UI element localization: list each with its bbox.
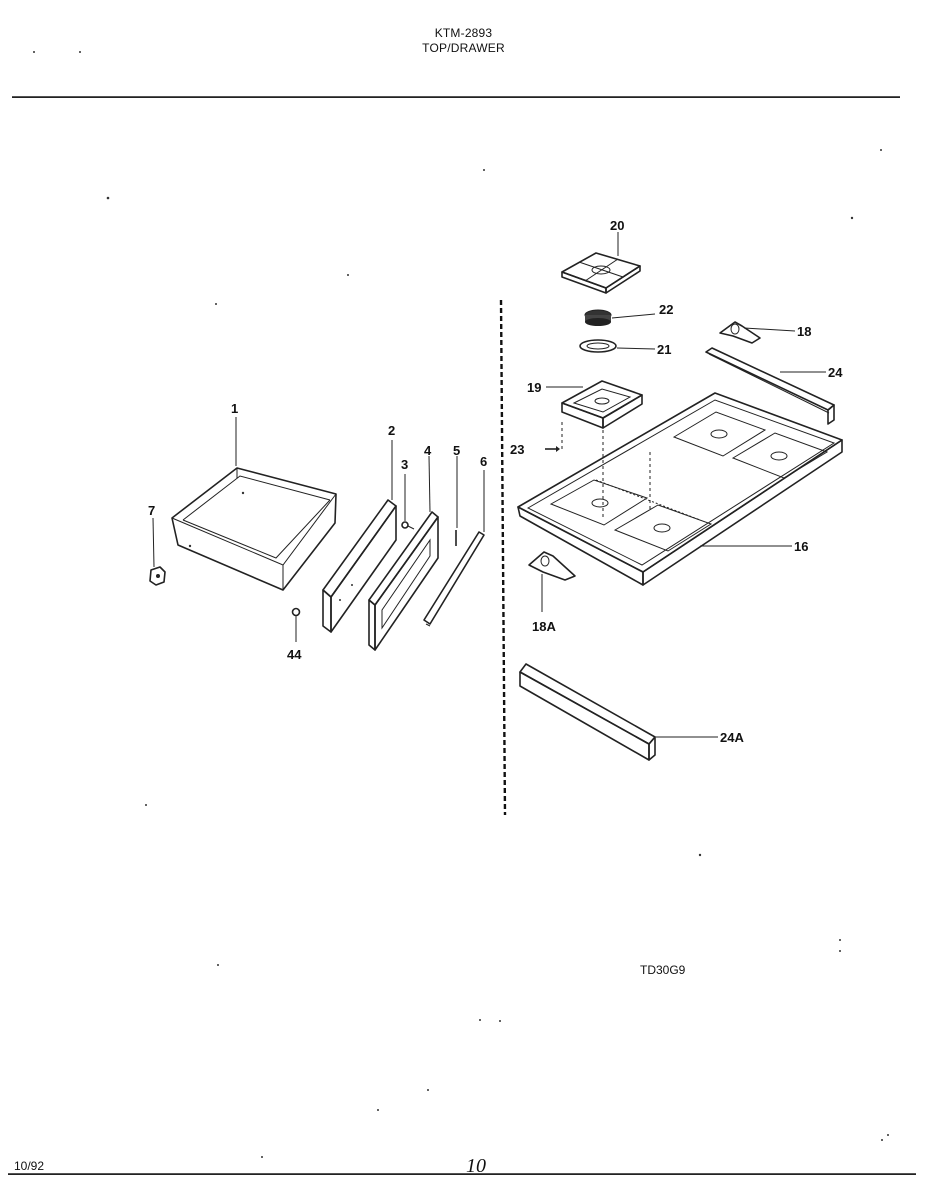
part-label-3: 3 xyxy=(401,457,408,472)
header-rule xyxy=(12,96,900,98)
section-title: TOP/DRAWER xyxy=(422,41,505,55)
part-label-5: 5 xyxy=(453,443,460,458)
drawer-inner-panel xyxy=(368,511,439,651)
part-label-2: 2 xyxy=(388,423,395,438)
drawer-box xyxy=(171,467,337,591)
part-label-6: 6 xyxy=(480,454,487,469)
part-label-44: 44 xyxy=(287,647,302,662)
front-bracket xyxy=(528,551,576,581)
drawer-front-panel xyxy=(322,499,397,633)
footer-rule xyxy=(8,1173,916,1175)
part-label-7: 7 xyxy=(148,503,155,518)
main-cooktop xyxy=(517,392,843,586)
drawer-clip xyxy=(149,566,166,586)
part-label-22: 22 xyxy=(659,302,673,317)
part-label-1: 1 xyxy=(231,401,238,416)
screw xyxy=(291,607,301,622)
part-label-24a: 24A xyxy=(720,730,744,745)
burner-cap xyxy=(584,309,612,326)
front-trim xyxy=(519,663,656,761)
part-label-21: 21 xyxy=(657,342,671,357)
part-label-19: 19 xyxy=(527,380,541,395)
part-label-16: 16 xyxy=(794,539,808,554)
top-bracket xyxy=(719,321,761,344)
model-number: KTM-2893 xyxy=(434,26,493,40)
part-label-20: 20 xyxy=(610,218,624,233)
part-label-18: 18 xyxy=(797,324,811,339)
diagram-code: TD30G9 xyxy=(640,963,686,977)
burner-box xyxy=(561,380,643,429)
rear-trim xyxy=(705,347,835,425)
scan-noise xyxy=(33,51,889,1158)
burner-ring xyxy=(579,339,617,353)
cooktop-screw xyxy=(545,446,560,452)
section-divider xyxy=(499,299,507,816)
revision-date: 10/92 xyxy=(14,1159,44,1173)
drawer-rail xyxy=(423,531,485,627)
part-label-24: 24 xyxy=(828,365,843,380)
page-number: 10 xyxy=(466,1155,486,1177)
part-label-4: 4 xyxy=(424,443,432,458)
part-label-18a: 18A xyxy=(532,619,556,634)
part-label-23: 23 xyxy=(510,442,524,457)
burner-grate xyxy=(561,252,641,294)
panel-screw xyxy=(401,521,415,530)
